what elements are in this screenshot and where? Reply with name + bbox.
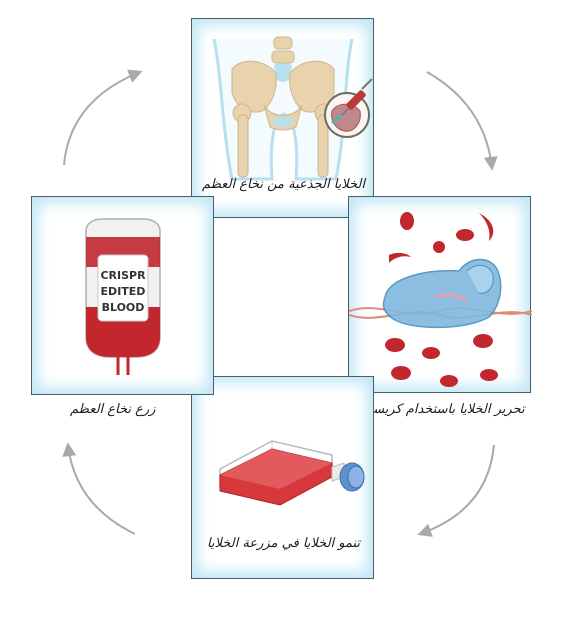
panel-bone-marrow-harvest: الخلايا الجذعية من نخاع العظم — [191, 18, 374, 218]
arrow-bottom-to-left — [62, 442, 136, 535]
cas9-dna-illustration — [349, 212, 532, 387]
blood-bag-illustration: CRISPR EDITED BLOOD — [85, 218, 161, 375]
panel-crispr-editing — [348, 196, 532, 393]
arrow-left-to-top — [63, 69, 143, 166]
step-label-transplant: زرع نخاع العظم — [70, 402, 156, 417]
flask-cap-icon — [339, 462, 365, 492]
step-label-culture: تنمو الخلايا في مزرعة الخلايا — [206, 536, 361, 551]
step-label-edit: تحرير الخلايا باستخدام كريسبر — [362, 402, 525, 417]
panel-transplant: CRISPR EDITED BLOOD — [31, 196, 214, 395]
step-label-harvest: الخلايا الجذعية من نخاع العظم — [201, 177, 365, 192]
syringe-icon — [331, 78, 373, 125]
culture-flask-illustration — [219, 440, 365, 506]
pelvis-illustration — [212, 36, 373, 181]
blood-bag-line2: EDITED — [101, 285, 146, 298]
arrow-right-to-bottom — [417, 444, 495, 537]
arrow-top-to-right — [426, 71, 498, 171]
blood-bag-line3: BLOOD — [102, 301, 145, 314]
red-blood-cells — [385, 212, 498, 387]
blood-bag-line1: CRISPR — [100, 269, 146, 282]
panel-cell-culture: تنمو الخلايا في مزرعة الخلايا — [191, 376, 374, 579]
